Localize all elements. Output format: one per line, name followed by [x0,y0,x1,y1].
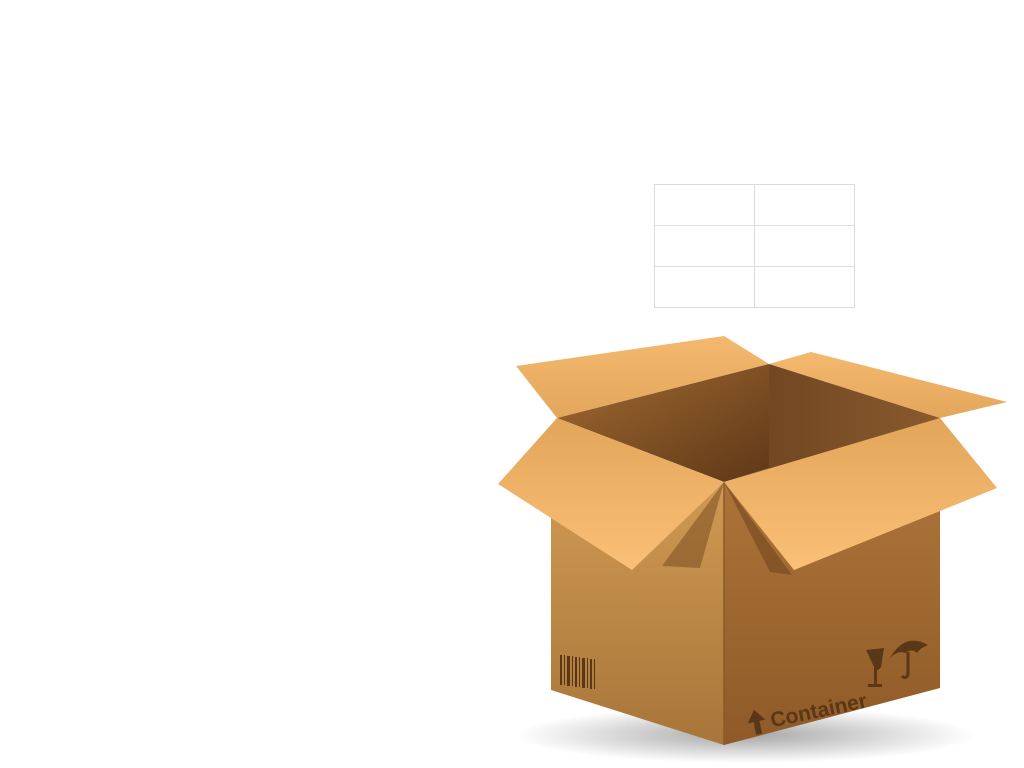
back-left-flap [516,336,769,418]
table-cell[interactable] [654,266,755,308]
flap-shade-left [662,482,724,568]
front-left-flap [498,418,724,570]
back-right-flap [769,352,1007,418]
flap-shade-right [724,482,792,575]
umbrella-icon [890,640,928,680]
box-interior-back [557,364,769,482]
up-arrow-icon [747,709,766,735]
box-interior-right [724,364,940,482]
table-row [654,266,855,308]
front-right-flap [724,418,997,570]
fragile-glass-icon [866,648,884,687]
barcode-icon [560,655,595,689]
empty-table [654,184,855,308]
table-cell[interactable] [754,266,855,308]
table-cell[interactable] [654,225,755,267]
